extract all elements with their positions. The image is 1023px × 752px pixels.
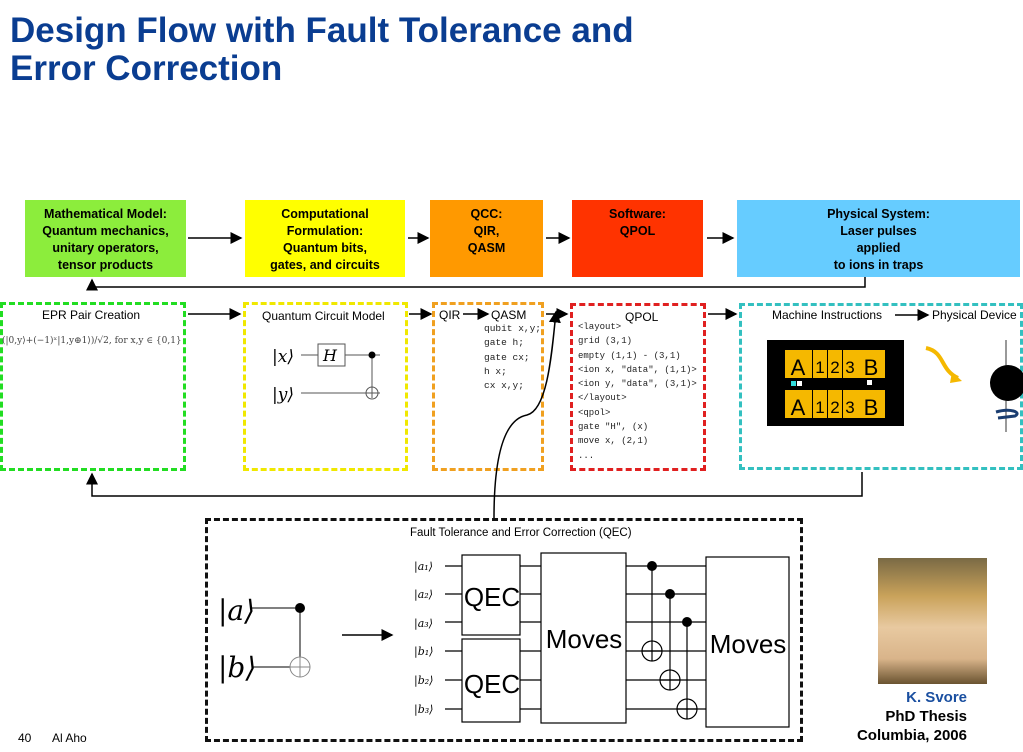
svg-text:|a⟩: |a⟩ [218, 594, 255, 627]
feedback-arrow [86, 472, 863, 497]
qpol-code: <layout>grid (3,1)empty (1,1) - (3,1)<io… [578, 322, 697, 461]
page-number: 40 [18, 731, 32, 745]
svg-text:B: B [864, 355, 879, 380]
qpol-title: QPOL [625, 310, 659, 324]
svg-text:A: A [791, 395, 806, 420]
svg-text:QEC: QEC [464, 582, 520, 612]
svg-text:Moves: Moves [710, 629, 787, 659]
feedback-arrow [86, 277, 866, 291]
epr-formula: (|0,y⟩+(−1)ˣ|1,y⊕1⟩)/√2, for x,y ∈ {0,1} [2, 336, 182, 346]
svg-text:1: 1 [815, 398, 824, 417]
circuit-title: Quantum Circuit Model [262, 309, 385, 323]
svg-text:2: 2 [830, 358, 839, 377]
machine-title: Machine Instructions [772, 308, 883, 322]
svg-text:|b₁⟩: |b₁⟩ [414, 645, 433, 659]
flow-math-model: Mathematical Model:Quantum mechanics,uni… [25, 200, 186, 277]
svg-text:|a₂⟩: |a₂⟩ [414, 588, 433, 602]
panel-qec [205, 518, 803, 742]
device-title: Physical Device [932, 308, 1017, 322]
qir-label: QIR [439, 308, 461, 322]
credit: K. Svore PhD Thesis Columbia, 2006 [856, 689, 967, 744]
panel-circuit [243, 302, 408, 471]
svg-text:QEC: QEC [464, 669, 520, 699]
panel-qpol [570, 303, 706, 471]
svg-text:|x⟩: |x⟩ [272, 347, 294, 367]
svg-text:3: 3 [845, 358, 854, 377]
svg-text:3: 3 [845, 398, 854, 417]
svg-text:2: 2 [830, 398, 839, 417]
qec-curve [493, 310, 561, 519]
panel-qasm [432, 302, 544, 471]
qec-title: Fault Tolerance and Error Correction (QE… [410, 527, 632, 539]
trap-row-top: A 1 2 3 B A 1 2 3 B [785, 350, 885, 420]
epr-title: EPR Pair Creation [42, 308, 141, 322]
qasm-title: QASM [491, 308, 527, 322]
slide-title: Design Flow with Fault Tolerance and Err… [10, 11, 634, 88]
svg-text:Moves: Moves [546, 624, 623, 654]
svg-text:|b₂⟩: |b₂⟩ [414, 674, 433, 688]
qasm-code: qubit x,y;gate h;gate cx;h x;cx x,y; [484, 323, 542, 392]
ion-icon [990, 365, 1023, 401]
svg-text:A: A [791, 355, 806, 380]
svg-text:|y⟩: |y⟩ [272, 385, 294, 405]
svg-text:|a₁⟩: |a₁⟩ [414, 560, 433, 574]
svg-text:|b⟩: |b⟩ [218, 651, 256, 684]
flow-software: Software:QPOL [572, 200, 703, 277]
svg-text:H: H [322, 346, 338, 365]
panel-epr [0, 302, 186, 471]
svg-text:|b₃⟩: |b₃⟩ [414, 703, 433, 717]
svore-photo [878, 558, 987, 684]
footer-author: Al Aho [52, 731, 87, 745]
svg-text:|a₃⟩: |a₃⟩ [414, 617, 433, 631]
svg-text:1: 1 [815, 358, 824, 377]
flow-qcc: QCC:QIR,QASM [430, 200, 543, 277]
svg-text:B: B [864, 395, 879, 420]
